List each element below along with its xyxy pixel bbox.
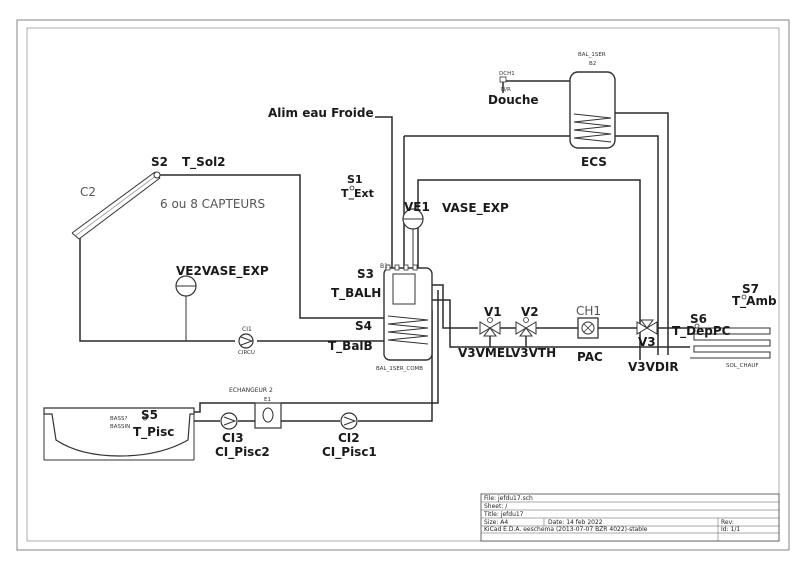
label-s5: S5 [141,408,158,422]
label-dch-ref: DCH1 [499,71,515,77]
title-block-file: File: jefdu17.sch [484,495,533,502]
label-e1: E1 [264,397,271,403]
sensor-s2-icon [153,171,161,179]
label-bassin-ref: BASS? [110,416,128,422]
label-v3vdir: V3VDIR [628,360,679,374]
title-block-sheet: Sheet: / [484,503,508,510]
label-c2: C2 [80,185,96,199]
swimming-pool[interactable] [43,407,195,461]
label-ve1: VE1 [404,200,430,214]
label-ci2: CI2 [338,431,360,445]
label-t-amb: T_Amb [732,294,777,309]
label-t-ext: T_Ext [341,187,374,200]
label-v2: V2 [521,305,539,319]
label-ci1: CI1 [242,326,252,333]
label-v3vmel: V3VMEL [458,346,513,360]
title-block-title: Title: jefdu17 [483,511,524,518]
title-block [480,493,780,542]
sensor-s1-icon [349,185,355,191]
label-v3vth: V3VTH [511,346,556,360]
heat-exchanger-e1[interactable] [254,402,282,429]
title-block-id: Id: 1/1 [721,526,740,533]
label-dch-sub: N/R [501,87,511,93]
label-t-balh: T_BALH [331,286,381,301]
circulator-ci3-icon[interactable] [220,412,238,430]
inner-border [26,27,780,542]
heat-pump-pac[interactable] [577,317,599,339]
label-ecs: ECS [581,155,607,169]
label-circu: CIRCU [238,350,255,356]
label-ci3: CI3 [222,431,244,445]
title-block-kicad: KiCad E.D.A. eeschema (2013-07-07 BZR 40… [484,526,648,533]
label-t-sol2: T_Sol2 [182,155,226,170]
label-t-balb: T_BalB [328,339,373,354]
label-ch1: CH1 [576,304,601,318]
dhw-storage-tank[interactable] [569,71,616,149]
label-cl-pisc1: CI_Pisc1 [322,445,377,460]
label-ve2: VE2VASE_EXP [176,264,269,279]
label-sol-chauf: SOL_CHAUF [726,363,759,369]
shower-outlet-icon[interactable] [499,76,507,83]
label-bal-top: BAL_1SER [578,52,606,58]
outer-border [16,19,790,551]
label-bassin: BASSIN [110,424,130,430]
label-bal-comb: BAL_1SER_COMB [376,366,423,372]
circulator-ci2-icon[interactable] [340,412,358,430]
label-b2: B2 [589,61,596,67]
solar-collector[interactable] [71,171,161,240]
floor-heating-coil[interactable] [690,327,771,359]
label-echangeur: ECHANGEUR 2 [229,387,273,394]
label-t-depc: T_DepPC [672,324,731,339]
label-cl-pisc2: CI_Pisc2 [215,445,270,460]
pipes [79,80,690,422]
title-block-size: Size: A4 [484,519,508,526]
label-b1: B1 [380,263,388,270]
expansion-vessel-ve2[interactable] [175,275,197,297]
expansion-vessel-ve1[interactable] [402,208,424,230]
label-s2: S2 [151,155,168,169]
label-v1: V1 [484,305,502,319]
combined-storage-tank[interactable] [383,264,433,361]
valve-v2-icon[interactable] [515,317,537,337]
label-s4: S4 [355,319,372,333]
label-douche: Douche [488,93,539,107]
sensor-s7-icon [741,294,747,300]
circulator-ci1-icon[interactable] [238,333,254,349]
title-block-rev: Rev: [721,519,734,526]
label-cold-water: Alim eau Froide [268,106,374,120]
label-t-pisc: T_Pisc [133,425,174,440]
label-s7: S7 [742,282,759,296]
label-capteurs: 6 ou 8 CAPTEURS [160,197,265,211]
label-s3: S3 [357,267,374,281]
label-s6: S6 [690,312,707,326]
label-v3: V3 [638,335,656,349]
label-vase-exp: VASE_EXP [442,201,509,216]
label-pac: PAC [577,350,603,364]
sensor-s6-icon [694,323,700,329]
valve-v3-icon[interactable] [636,319,658,335]
valve-v1-icon[interactable] [479,317,501,337]
label-s1: S1 [347,173,363,186]
title-block-date: Date: 14 feb 2022 [548,519,603,526]
sensor-s5-icon [142,415,148,421]
